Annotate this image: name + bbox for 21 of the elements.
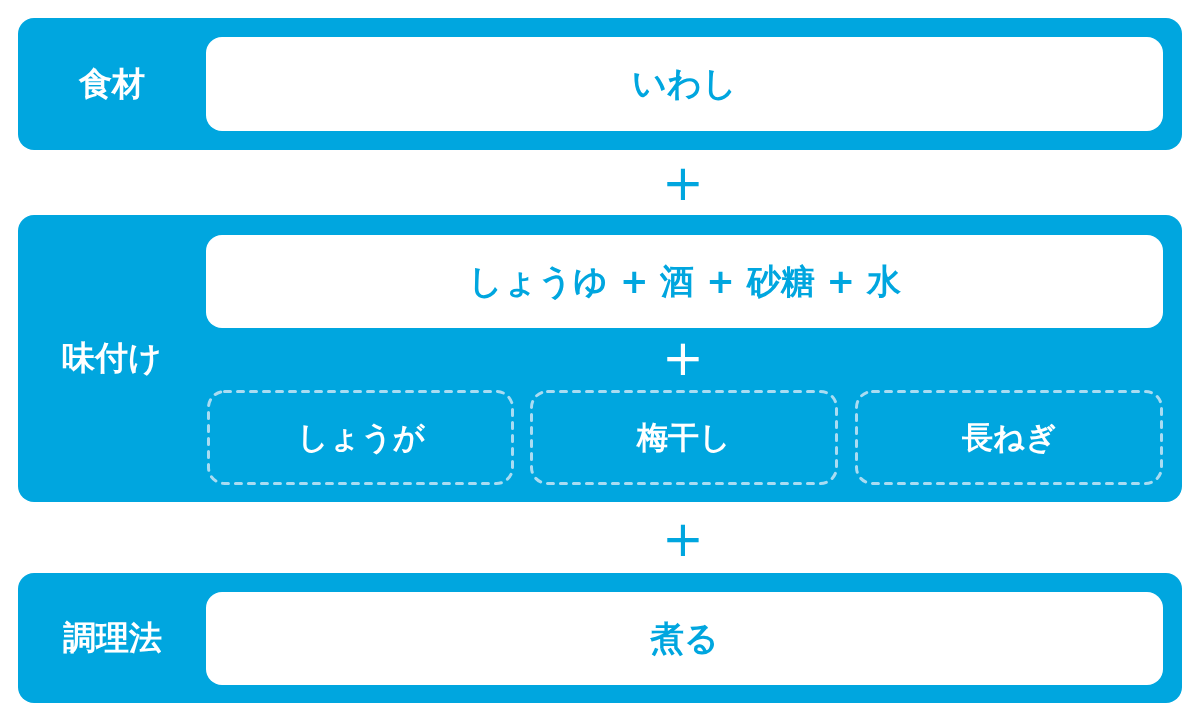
plus-sign: + [662, 514, 704, 564]
ingredient-box [206, 37, 1163, 131]
optional-ingredient-box [855, 390, 1163, 485]
category-heading: 味付け [62, 337, 162, 379]
ingredient-box [206, 235, 1163, 328]
category-band [18, 215, 1182, 502]
category-band [18, 573, 1182, 703]
category-heading: 調理法 [62, 616, 162, 659]
category-band [18, 18, 1182, 150]
ingredient-box [206, 592, 1163, 685]
plus-sign: + [662, 158, 704, 208]
ingredient-text: しょうゆ + 酒 + 砂糖 + 水 [468, 259, 901, 303]
plus-sign: + [662, 333, 704, 383]
ingredient-text: いわし [632, 62, 737, 105]
optional-ingredient-box [530, 390, 838, 485]
ingredient-text: しょうが [296, 417, 425, 457]
ingredient-text: 煮る [650, 616, 719, 660]
ingredient-text: 梅干し [637, 417, 731, 457]
category-heading: 食材 [79, 62, 145, 105]
optional-ingredient-box [207, 390, 514, 485]
ingredient-text: 長ねぎ [961, 417, 1057, 457]
